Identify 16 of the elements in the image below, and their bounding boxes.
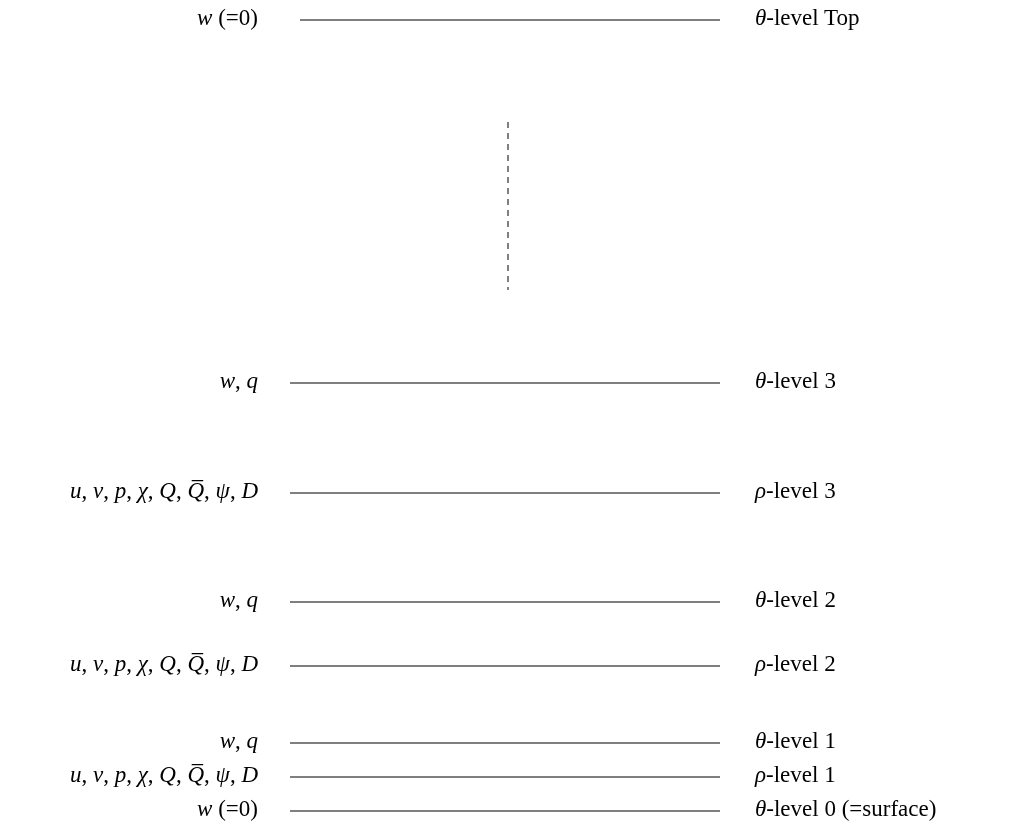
variable-label: u, v, p, χ, Q, Q̅, ψ, D — [70, 651, 258, 677]
level-name: ρ-level 1 — [755, 762, 836, 788]
variable-label: w (=0) — [197, 5, 258, 31]
level-name: θ-level 2 — [755, 587, 836, 613]
level-name: ρ-level 3 — [755, 478, 836, 504]
level-name: ρ-level 2 — [755, 651, 836, 677]
variable-label: w (=0) — [197, 796, 258, 822]
level-name: θ-level 0 (=surface) — [755, 796, 937, 822]
variable-label: u, v, p, χ, Q, Q̅, ψ, D — [70, 478, 258, 504]
variable-label: w, q — [219, 728, 258, 754]
variable-label: w, q — [219, 368, 258, 394]
level-name: θ-level Top — [755, 5, 860, 31]
variable-label: u, v, p, χ, Q, Q̅, ψ, D — [70, 762, 258, 788]
variable-label: w, q — [219, 587, 258, 613]
level-name: θ-level 1 — [755, 728, 836, 754]
level-name: θ-level 3 — [755, 368, 836, 394]
